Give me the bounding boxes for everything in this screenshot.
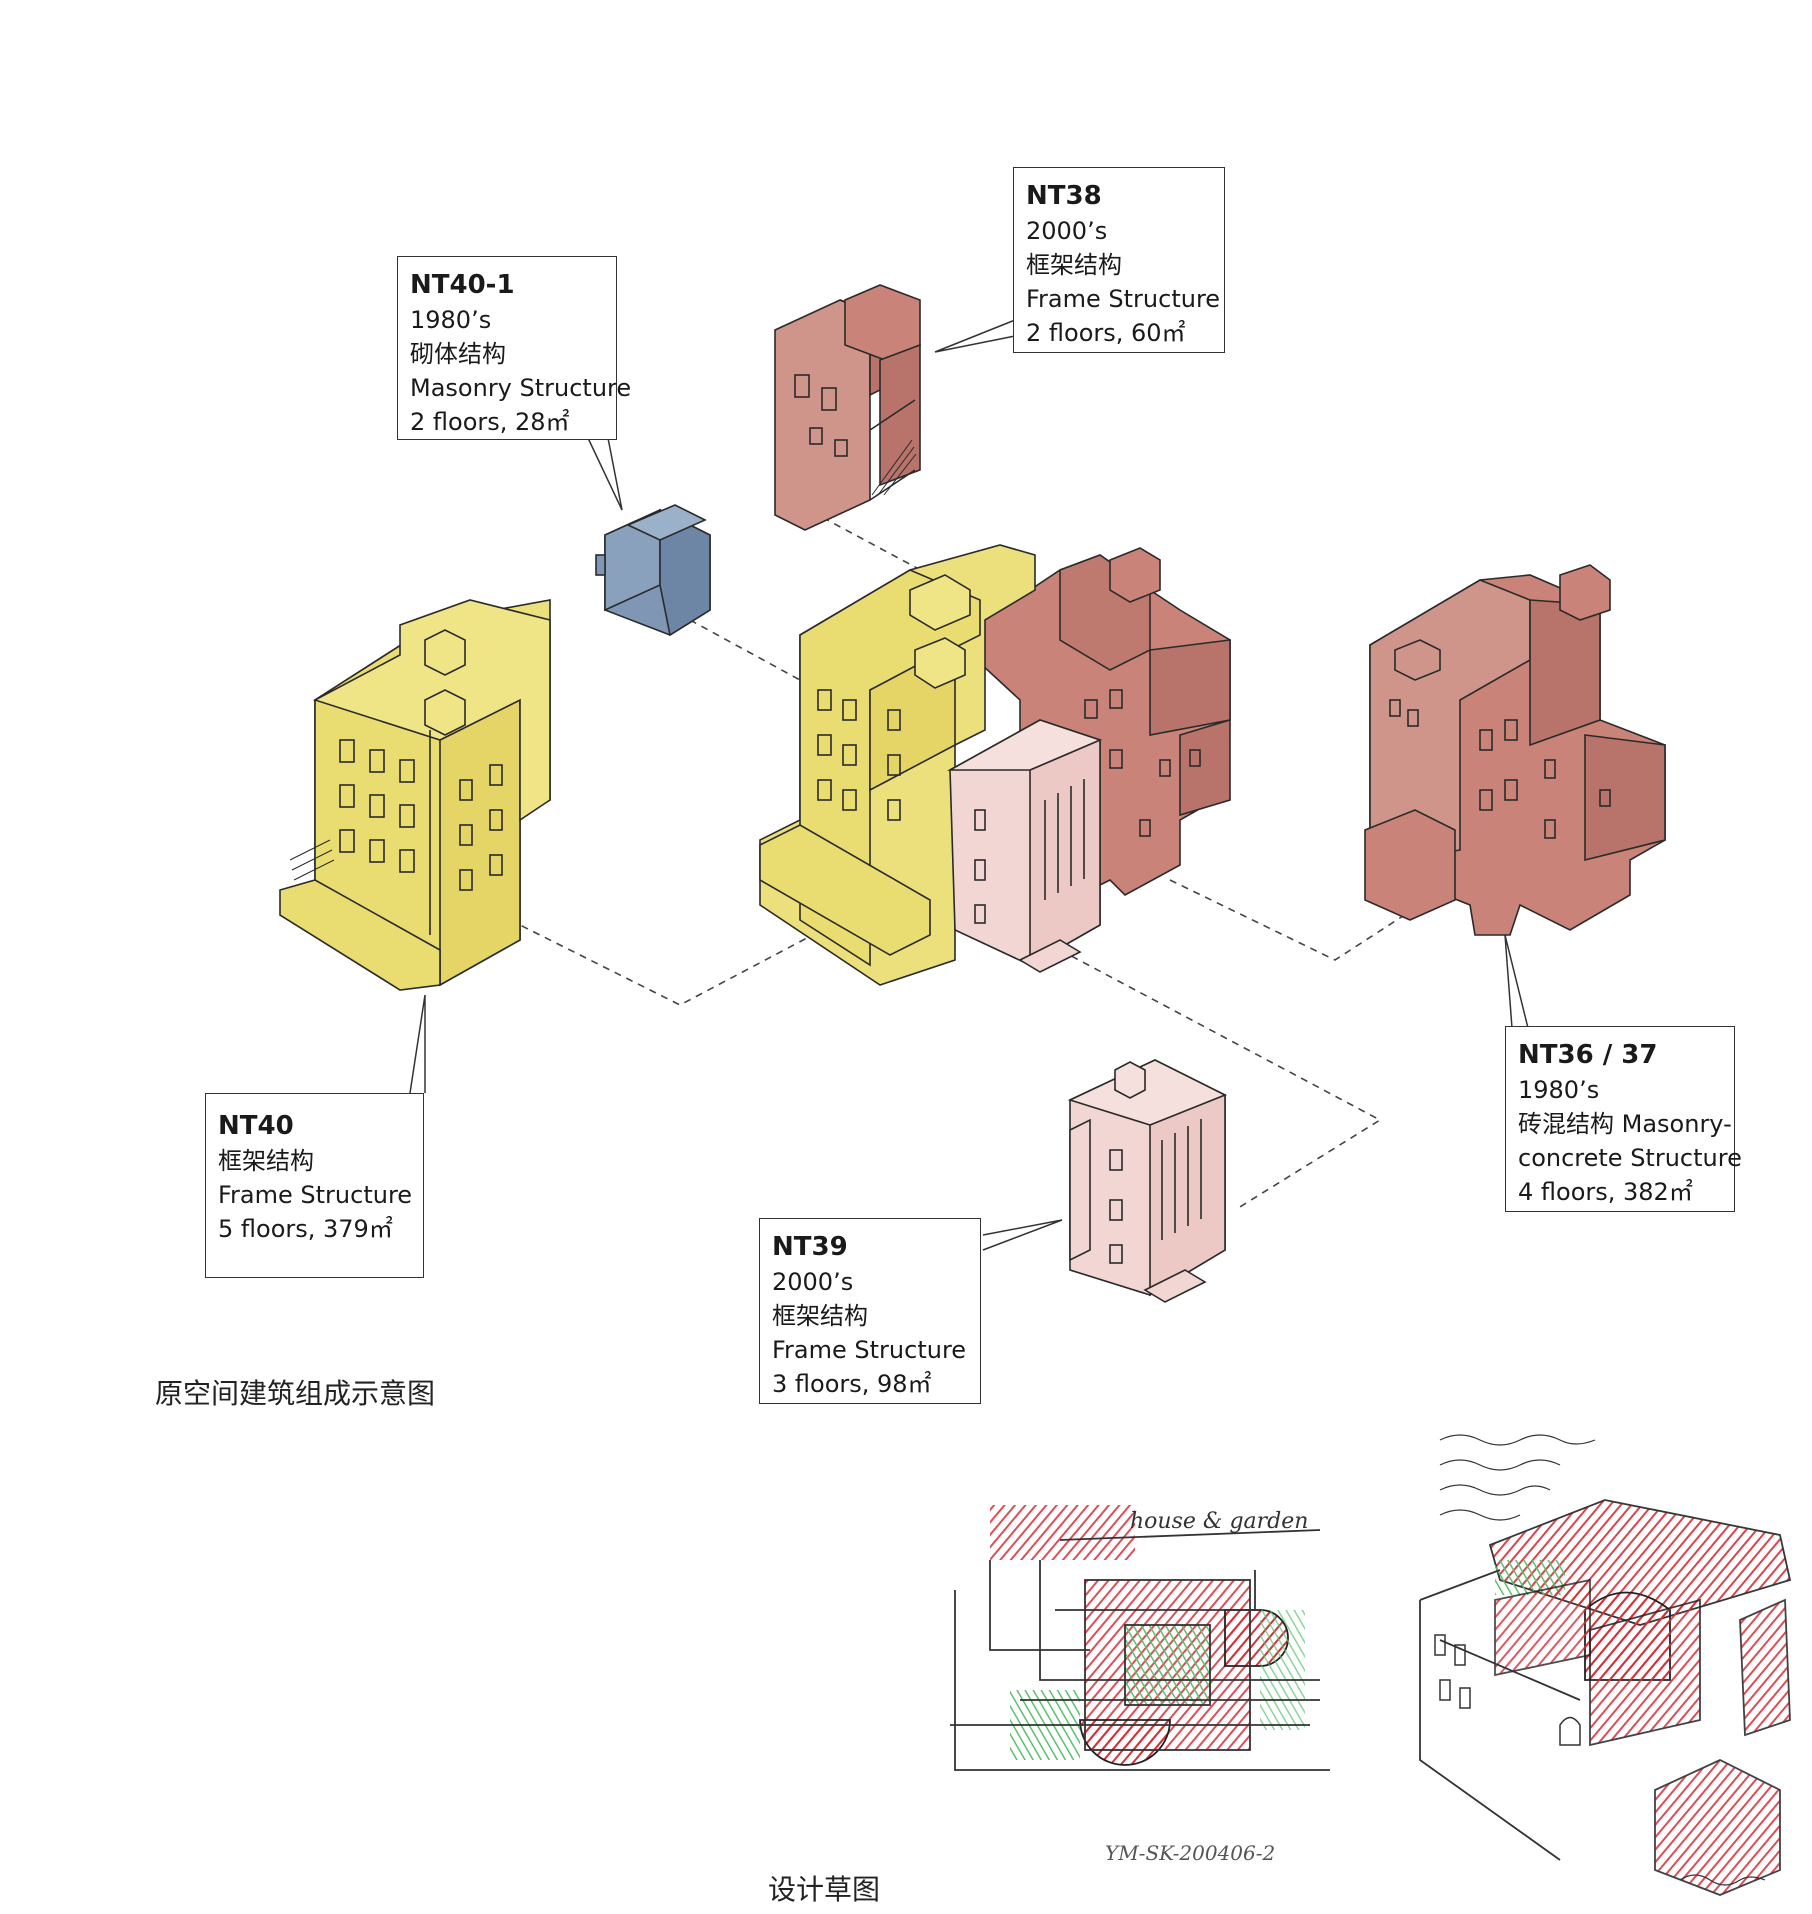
label-nt38-en: Frame Structure	[1026, 285, 1221, 313]
label-nt39-year: 2000’s	[772, 1268, 854, 1296]
label-nt38-id: NT38	[1026, 181, 1102, 211]
pointer-nt40-1	[587, 437, 623, 511]
building-nt36-37	[1364, 564, 1666, 936]
pointer-nt39	[982, 1219, 1063, 1251]
label-nt39: NT39 2000’s 框架结构 Frame Structure 3 floor…	[759, 1218, 981, 1404]
sketch-perspective	[1419, 1434, 1792, 1896]
sketch-id-left: YM-SK-200406-2	[1105, 1841, 1275, 1865]
label-nt38-cn: 框架结构	[1026, 251, 1122, 279]
label-nt36-37-year: 1980’s	[1518, 1076, 1600, 1104]
label-nt40-id: NT40	[218, 1111, 294, 1141]
pointer-nt38	[934, 319, 1016, 353]
label-nt40-en: Frame Structure	[218, 1181, 413, 1209]
caption-sketch: 设计草图	[768, 1873, 881, 1906]
label-nt39-id: NT39	[772, 1232, 848, 1262]
label-nt38: NT38 2000’s 框架结构 Frame Structure 2 floor…	[1013, 167, 1225, 353]
label-nt36-37-en2: concrete Structure	[1518, 1144, 1742, 1172]
connector-nt40-1	[689, 619, 801, 681]
connector-nt40	[509, 909, 861, 1006]
label-nt40-1-id: NT40-1	[410, 270, 515, 300]
label-nt40-info: 5 floors, 379㎡	[218, 1215, 393, 1243]
building-nt38	[774, 284, 921, 531]
label-nt40: NT40 框架结构 Frame Structure 5 floors, 379㎡	[205, 1093, 424, 1278]
pointer-nt40	[409, 994, 426, 1094]
label-nt40-cn: 框架结构	[218, 1147, 314, 1175]
label-nt38-year: 2000’s	[1026, 217, 1108, 245]
label-nt39-info: 3 floors, 98㎡	[772, 1370, 932, 1398]
sketch-note-left: house & garden	[1130, 1509, 1308, 1534]
label-nt36-37-id: NT36 / 37	[1518, 1040, 1658, 1070]
building-nt40	[279, 599, 551, 991]
label-nt39-en: Frame Structure	[772, 1336, 967, 1364]
connector-nt36	[1169, 879, 1421, 961]
label-nt39-cn: 框架结构	[772, 1302, 868, 1330]
label-nt40-1: NT40-1 1980’s 砌体结构 Masonry Structure 2 f…	[397, 256, 632, 440]
building-composite	[759, 544, 1231, 986]
building-nt40-1	[595, 504, 711, 637]
label-nt38-info: 2 floors, 60㎡	[1026, 319, 1186, 347]
building-nt39	[1067, 1059, 1227, 1303]
caption-composition: 原空间建筑组成示意图	[155, 1377, 436, 1410]
label-nt36-37-cn-en: 砖混结构 Masonry-	[1518, 1110, 1732, 1138]
label-nt40-1-year: 1980’s	[410, 306, 492, 334]
label-nt40-1-info: 2 floors, 28㎡	[410, 408, 570, 436]
pointer-nt36	[1504, 934, 1529, 1029]
label-nt40-1-en: Masonry Structure	[410, 374, 632, 402]
label-nt36-37-info: 4 floors, 382㎡	[1518, 1178, 1693, 1206]
sketch-plan: house & garden YM-SK-200406-2	[950, 1505, 1330, 1865]
label-nt36-37: NT36 / 37 1980’s 砖混结构 Masonry- concrete …	[1505, 1026, 1742, 1212]
label-nt40-1-cn: 砌体结构	[410, 340, 506, 368]
connector-nt39	[1059, 949, 1382, 1211]
